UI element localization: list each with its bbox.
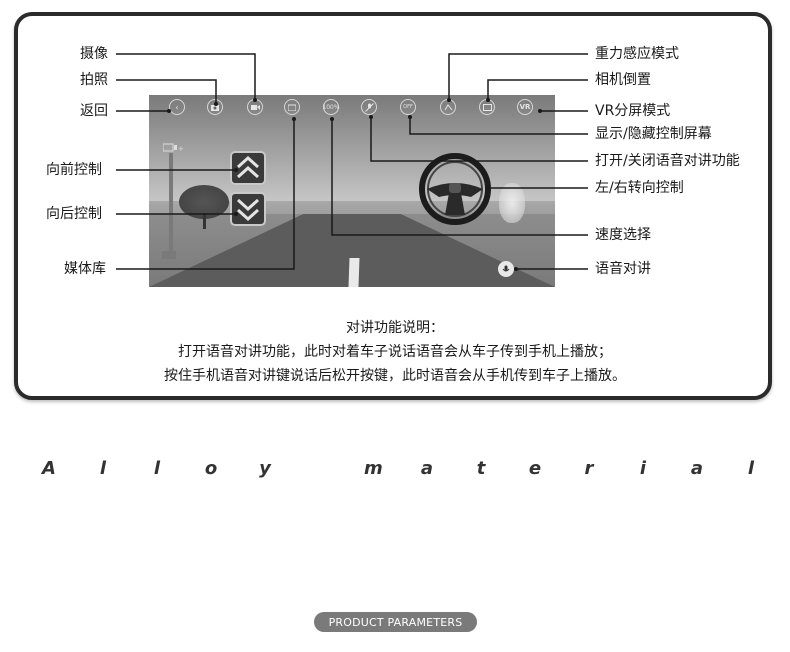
description-title: 对讲功能说明： [346, 320, 444, 336]
label-toggle-controls: 显示/隐藏控制屏幕 [595, 126, 712, 142]
label-flip: 相机倒置 [595, 72, 651, 88]
battery-icon: + [163, 143, 184, 153]
pole [169, 153, 173, 259]
heading-letter: a [690, 458, 704, 479]
label-voice-toggle: 打开/关闭语音对讲功能 [595, 153, 740, 169]
flip-icon [482, 104, 492, 111]
label-backward: 向后控制 [46, 206, 102, 222]
label-vr: VR分屏模式 [595, 103, 671, 119]
off-label: OFF [403, 104, 413, 110]
video-icon [250, 104, 260, 110]
label-steering: 左/右转向控制 [595, 180, 684, 196]
heading-letter: y [259, 458, 271, 479]
label-speed: 速度选择 [595, 227, 651, 243]
back-button[interactable]: ‹ [169, 99, 185, 115]
tree-trunk [203, 213, 206, 229]
label-back: 返回 [80, 103, 108, 119]
heading-letter: l [153, 458, 161, 479]
label-media: 媒体库 [64, 261, 106, 277]
folder-icon [288, 104, 296, 111]
speed-button[interactable]: 100% [322, 99, 340, 115]
heading-letter: e [528, 458, 542, 479]
description-line-1: 打开语音对讲功能，此时对着车子说话语音会从车子传到手机上播放； [178, 344, 612, 360]
heading-letter: r [584, 458, 594, 479]
intercom-button[interactable] [498, 261, 514, 277]
mic-off-icon [364, 102, 374, 112]
label-photo: 拍照 [80, 72, 108, 88]
heading-letter: t [476, 458, 486, 479]
label-gravity: 重力感应模式 [595, 46, 679, 62]
media-button[interactable] [284, 99, 300, 115]
heading-letter: o [204, 458, 218, 479]
alloy-material-heading: A l l o y m a t e r i a l [40, 458, 760, 479]
heading-letter: i [639, 458, 647, 479]
pole-base [162, 251, 176, 259]
camera-icon [211, 104, 219, 111]
photo-button[interactable] [207, 99, 223, 115]
tree-icon [499, 183, 525, 223]
mic-icon [502, 265, 510, 271]
heading-letter: m [364, 458, 383, 479]
heading-letter: l [99, 458, 107, 479]
description-line-2: 按住手机语音对讲键说话后松开按键，此时语音会从手机传到车子上播放。 [164, 368, 626, 384]
label-forward: 向前控制 [46, 162, 102, 178]
app-screen: + ‹ 100% OFF VR [149, 95, 555, 287]
voice-toggle-button[interactable] [361, 99, 377, 115]
chevron-down-icon [236, 198, 260, 222]
heading-letter: a [420, 458, 434, 479]
vr-button[interactable]: VR [517, 99, 533, 115]
label-intercom: 语音对讲 [595, 261, 651, 277]
gravity-icon [444, 103, 452, 110]
heading-letter [310, 458, 328, 479]
controls-toggle-button[interactable]: OFF [400, 99, 416, 115]
back-icon: ‹ [175, 102, 179, 112]
svg-text:+: + [178, 145, 184, 153]
vr-label: VR [519, 103, 531, 111]
heading-letter: A [42, 458, 56, 479]
heading-letter: l [747, 458, 755, 479]
chevron-up-icon [236, 155, 260, 179]
product-parameters-pill: PRODUCT PARAMETERS [314, 612, 477, 632]
label-camera: 摄像 [80, 46, 108, 62]
speed-value: 100% [322, 103, 340, 111]
backward-button[interactable] [230, 192, 266, 226]
